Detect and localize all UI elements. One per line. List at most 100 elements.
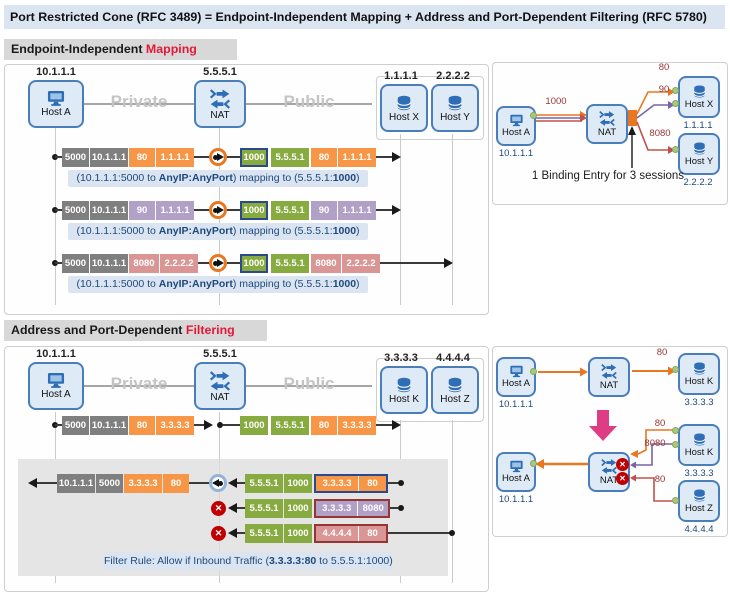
caption-text: )	[356, 278, 360, 290]
ip-nat: 5.5.5.1	[203, 66, 237, 78]
blocked-x-icon	[616, 472, 629, 485]
connector-dot	[672, 427, 679, 434]
packet-field: 8080	[311, 254, 341, 273]
inset2-k-port-8080: 8080	[644, 438, 666, 449]
ip-host-a: 10.1.1.1	[36, 348, 76, 360]
blocked-x-icon	[211, 526, 226, 541]
flow-line	[55, 209, 62, 211]
packet-field: 5000	[96, 474, 123, 493]
packet-field: 80	[311, 416, 337, 435]
flow-line	[376, 424, 392, 426]
caption-text: to 5.5.5.1:1000)	[316, 555, 393, 567]
inset1-port-90: 90	[658, 84, 670, 95]
inset2-links	[535, 366, 678, 502]
host-label: NAT	[599, 475, 619, 486]
nat-icon	[599, 111, 615, 126]
inset1-nat-node: NAT	[586, 104, 628, 144]
nat-icon	[209, 370, 231, 391]
flow-line	[189, 482, 209, 484]
packet-field: 1000	[240, 148, 268, 167]
inset2-ip-host-a2: 10.1.1.1	[498, 494, 534, 505]
caption-bold: 1000	[332, 172, 357, 184]
blocked-x-icon	[211, 501, 226, 516]
connector-dot	[672, 497, 679, 504]
database-icon	[693, 489, 705, 502]
host-label: NAT	[599, 380, 619, 391]
flow-line	[237, 507, 245, 509]
flow-line	[380, 262, 444, 264]
connector-dot	[530, 368, 537, 375]
packet-field: 1.1.1.1	[338, 201, 376, 220]
database-icon	[448, 377, 462, 392]
inset2-host-a2-node: Host A	[496, 452, 536, 492]
flow-dot	[449, 530, 455, 536]
host-label: Host K	[684, 376, 714, 387]
monitor-icon	[47, 372, 65, 388]
database-icon	[693, 433, 705, 446]
packet-field: 1.1.1.1	[156, 148, 194, 167]
section1-header-accent: Mapping	[145, 42, 197, 56]
packet-field: 2.2.2.2	[342, 254, 380, 273]
packet-field: 80	[358, 526, 386, 541]
caption-bold: AnyIP:AnyPort	[158, 225, 233, 237]
guide-line-nat-overlay	[219, 459, 220, 576]
packet-field: 1000	[284, 524, 312, 543]
flow-line	[388, 482, 398, 484]
connector-dot	[672, 146, 679, 153]
packet-field: 10.1.1.1	[90, 254, 128, 273]
host-x-node: Host X	[380, 84, 428, 132]
arrowhead-icon	[28, 478, 37, 488]
inset2-z-port-80: 80	[654, 474, 666, 485]
inset1-ip-host-a: 10.1.1.1	[498, 148, 534, 159]
host-label: Host Y	[440, 111, 470, 123]
inset2-top-port: 80	[656, 347, 668, 358]
inset2-nat-node: NAT	[588, 357, 630, 397]
host-label: Host A	[41, 107, 71, 118]
flow-line	[37, 482, 57, 484]
arrowhead-icon	[392, 420, 401, 430]
caption-bold: AnyIP:AnyPort	[158, 278, 233, 290]
inset2-host-z-node: Host Z	[678, 480, 720, 522]
host-label: NAT	[210, 391, 230, 403]
host-label: Host Z	[440, 393, 470, 405]
packet-field: 3.3.3.3	[156, 416, 194, 435]
packet-row: 5.5.5.1 1000 4.4.4.480	[0, 524, 487, 543]
inset1-port-8080: 8080	[649, 128, 671, 139]
database-icon	[397, 95, 411, 110]
blocked-x-icon	[616, 458, 629, 471]
inset2-ip-host-a: 10.1.1.1	[498, 399, 534, 410]
packet-field: 1.1.1.1	[156, 201, 194, 220]
inset1-host-y-node: Host Y	[678, 133, 720, 175]
guide-line-host-y	[452, 134, 453, 305]
inset2-k-port-80: 80	[654, 418, 666, 429]
nat-icon	[209, 88, 231, 109]
host-label: Host K	[388, 393, 419, 405]
packet-field: 2.2.2.2	[160, 254, 198, 273]
packet-row: 10.1.1.1 5000 3.3.3.3 80 5.5.5.1 1000 3.…	[0, 474, 487, 493]
section2-header-plain: Address and Port-Dependent	[11, 323, 186, 337]
inset2-ip-host-k: 3.3.3.3	[684, 397, 714, 408]
mapping-caption: (10.1.1.1:5000 to AnyIP:AnyPort) mapping…	[68, 276, 368, 293]
packet-field: 80	[358, 476, 386, 491]
connector-dot	[530, 460, 537, 467]
flow-dot	[217, 422, 223, 428]
packet-field: 1000	[240, 254, 268, 273]
nat-icon	[601, 459, 617, 474]
packet-field: 90	[311, 201, 337, 220]
packet-field: 80	[163, 474, 189, 493]
packet-field: 90	[129, 201, 155, 220]
host-label: Host A	[502, 378, 530, 389]
arrowhead-icon	[228, 503, 237, 513]
section2-header: Address and Port-Dependent Filtering	[4, 320, 267, 341]
mapping-caption: (10.1.1.1:5000 to AnyIP:AnyPort) mapping…	[68, 170, 368, 187]
filter-rule-caption: Filter Rule: Allow if Inbound Traffic (3…	[104, 552, 393, 570]
guide-line-host-z	[452, 420, 453, 583]
page-title: Port Restricted Cone (RFC 3489) = Endpoi…	[4, 5, 725, 29]
host-a-node: Host A	[28, 80, 84, 128]
connector-dot	[530, 112, 537, 119]
packet-field: 5.5.5.1	[245, 499, 283, 518]
host-label: Host Z	[685, 503, 713, 514]
